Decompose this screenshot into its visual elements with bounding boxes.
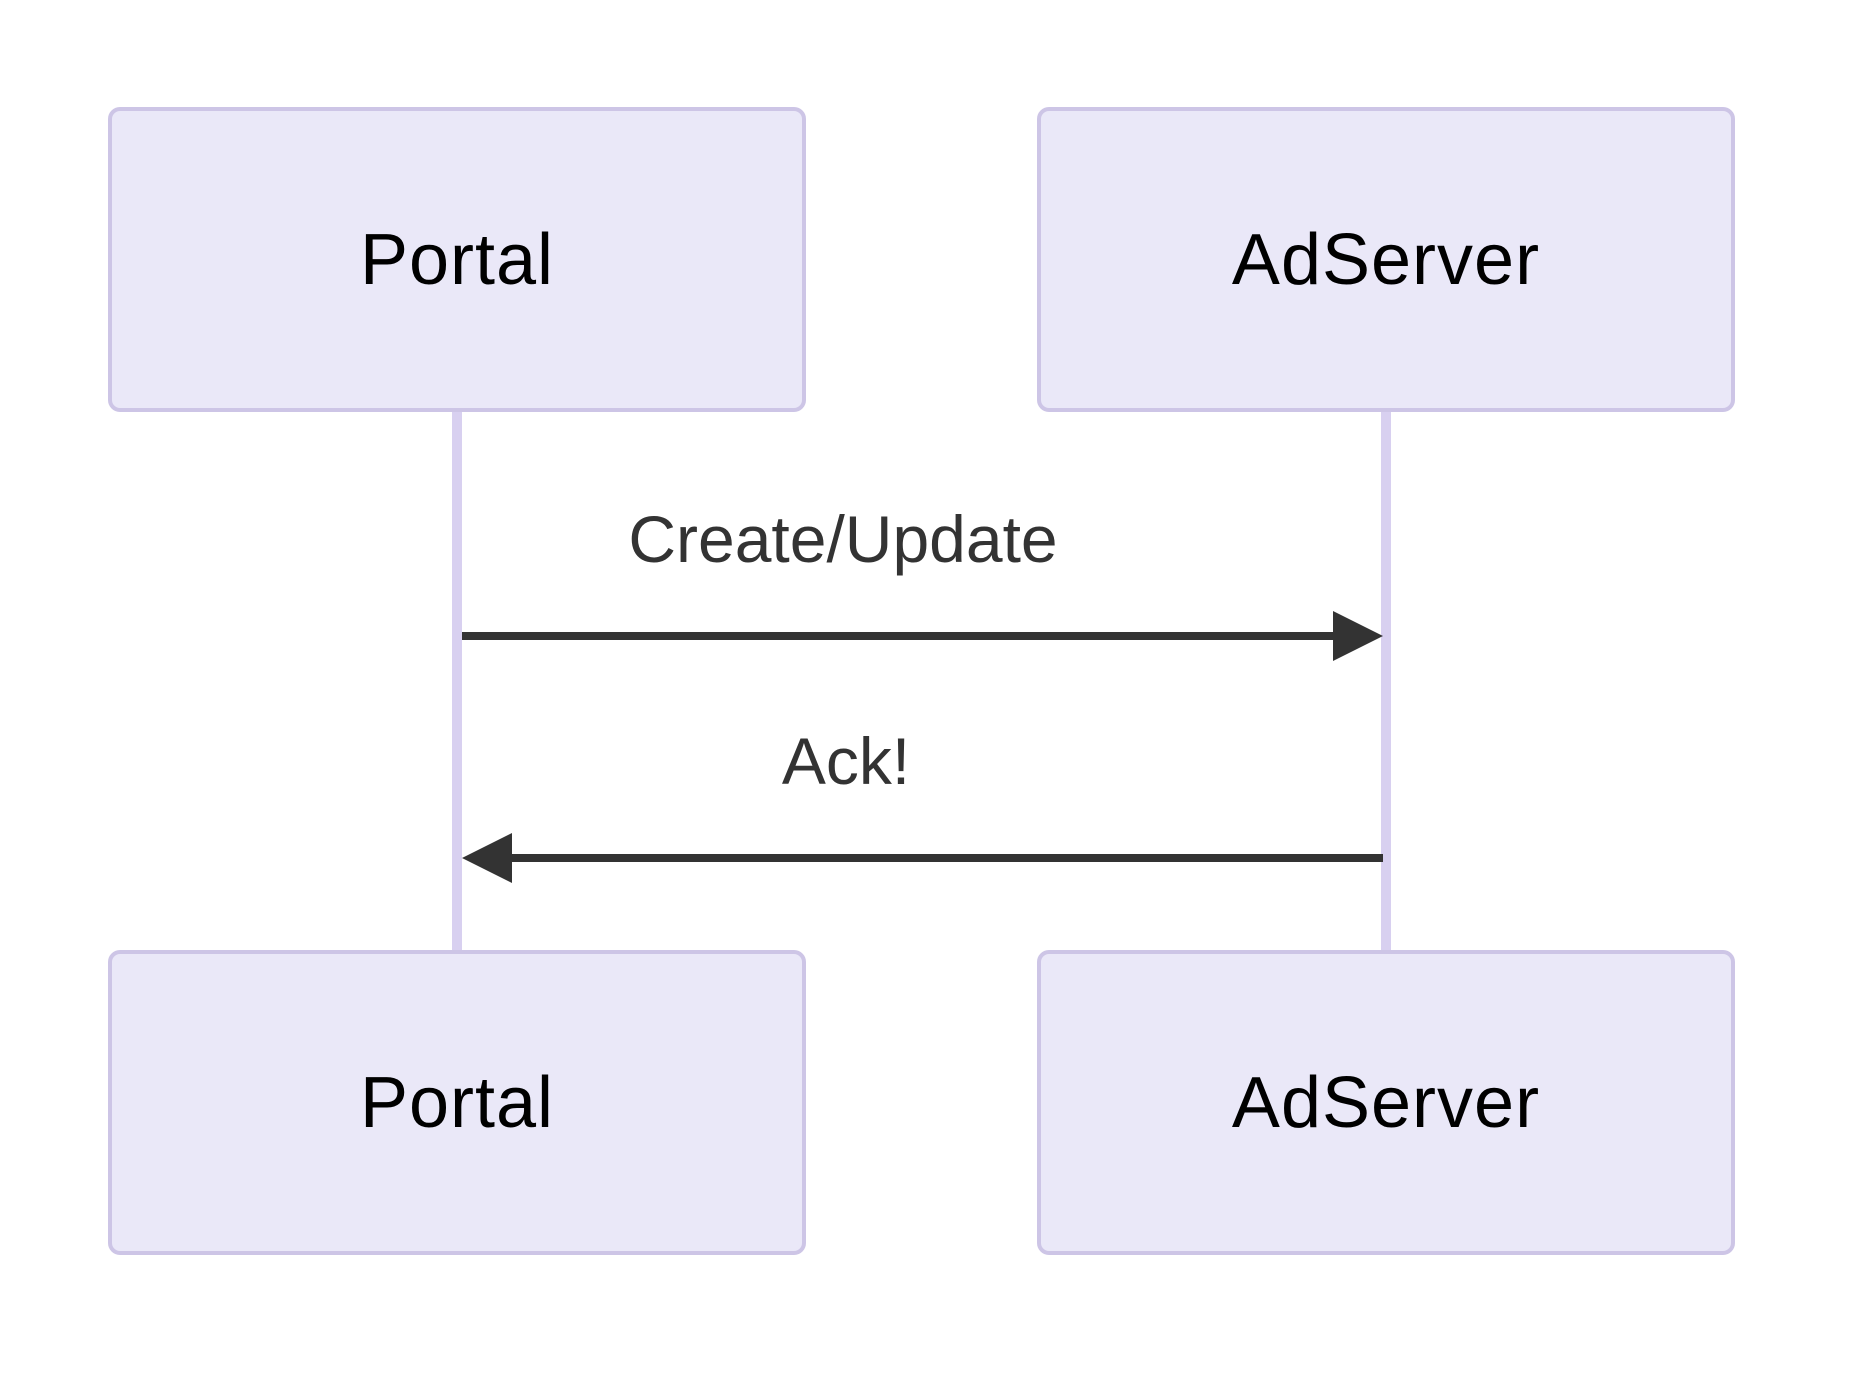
lifeline-adserver [1381,412,1391,950]
actor-label-portal-top: Portal [359,219,555,300]
arrowhead-right-icon [1333,611,1383,661]
arrowhead-left-icon [462,833,512,883]
actor-label-adserver-bottom: AdServer [1231,1062,1541,1143]
actor-box-portal-bottom: Portal [108,950,806,1255]
message-label-ack: Ack! [781,724,911,798]
actor-box-adserver-top: AdServer [1037,107,1735,412]
message-label-create-update: Create/Update [628,502,1058,576]
message-line-create-update [462,632,1333,640]
actor-label-adserver-top: AdServer [1231,219,1541,300]
lifeline-portal [452,412,462,950]
actor-label-portal-bottom: Portal [359,1062,555,1143]
actor-box-adserver-bottom: AdServer [1037,950,1735,1255]
actor-box-portal-top: Portal [108,107,806,412]
message-line-ack [512,854,1383,862]
